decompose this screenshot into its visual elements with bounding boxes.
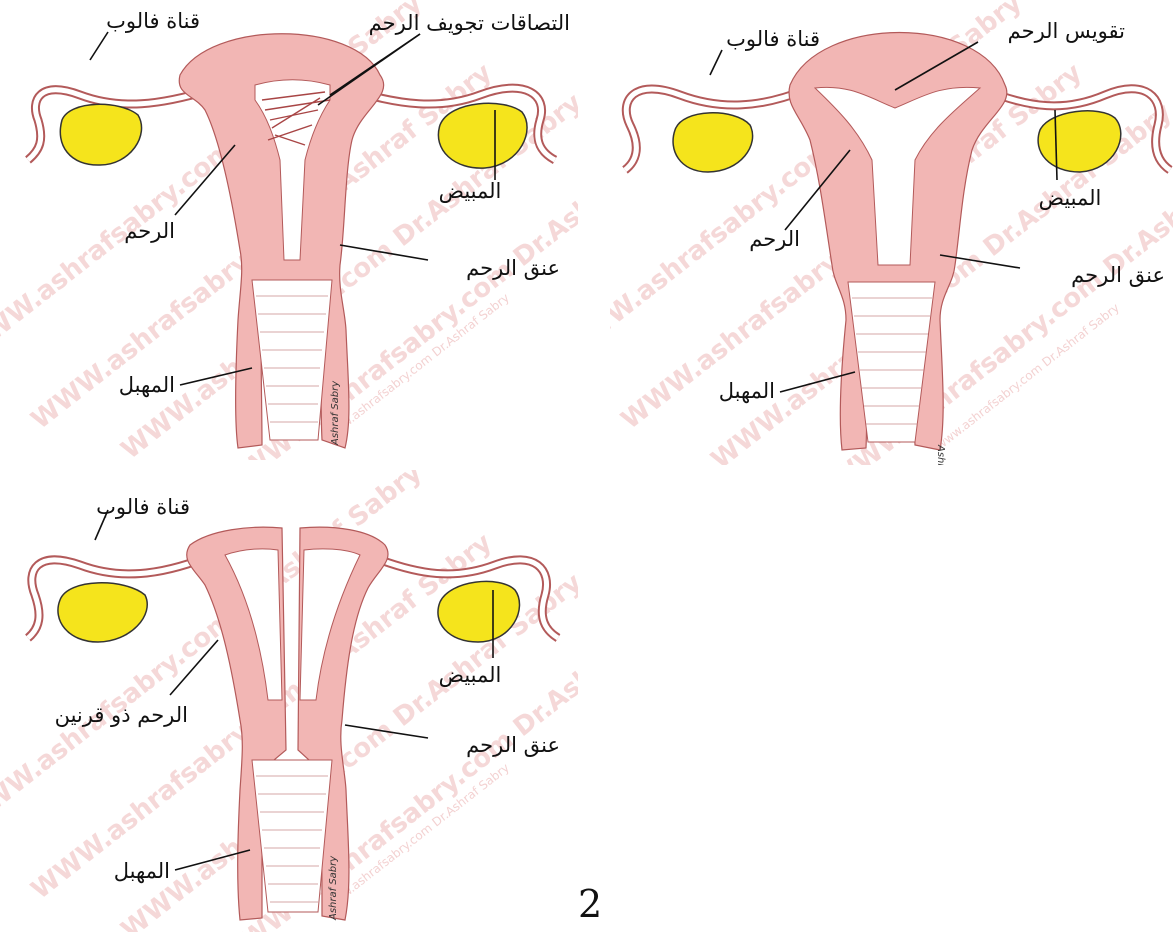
label-cervix: عنق الرحم bbox=[466, 733, 560, 758]
label-cervix: عنق الرحم bbox=[466, 256, 560, 281]
ovary-left bbox=[673, 113, 753, 172]
label-vagina: المهبل bbox=[119, 373, 175, 397]
label-ovary: المبيض bbox=[439, 663, 502, 687]
label-uterus: الرحم bbox=[749, 227, 800, 252]
watermark-text: www.ashrafsabry.com Dr.Ashraf Sabry bbox=[323, 761, 512, 913]
signature: Ashraf Sabry bbox=[330, 380, 341, 446]
vagina bbox=[252, 760, 332, 912]
label-adhesions: التصاقات تجويف الرحم bbox=[369, 11, 570, 36]
label-ovary: المبيض bbox=[439, 179, 502, 203]
signature: Ashraf Sabry bbox=[935, 444, 946, 465]
diagram-arcuate: WWW.ashrafsabry.com Dr.Ashraf Sabry WWW.… bbox=[610, 0, 1173, 465]
label-fallopian-tube: قناة فالوب bbox=[96, 495, 190, 519]
signature: Ashraf Sabry bbox=[328, 855, 339, 921]
label-bicornuate-uterus: الرحم ذو قرنين bbox=[55, 703, 188, 728]
label-vagina: المهبل bbox=[719, 379, 775, 403]
label-uterus: الرحم bbox=[124, 219, 175, 244]
diagram-bicornuate: WWW.ashrafsabry.com Dr.Ashraf Sabry WWW.… bbox=[0, 470, 578, 932]
label-fallopian-tube: قناة فالوب bbox=[726, 27, 820, 51]
watermark-text: www.ashrafsabry.com Dr.Ashraf Sabry bbox=[323, 291, 512, 443]
ovary-left bbox=[60, 104, 141, 165]
diagram-adhesions: WWW.ashrafsabry.com Dr.Ashraf Sabry WWW.… bbox=[0, 0, 578, 460]
label-fallopian-tube: قناة فالوب bbox=[106, 9, 200, 33]
vagina bbox=[252, 280, 332, 440]
label-arcuate-uterus: تقويس الرحم bbox=[1008, 19, 1126, 44]
ovary-left bbox=[58, 583, 147, 642]
label-vagina: المهبل bbox=[114, 859, 170, 883]
label-ovary: المبيض bbox=[1039, 186, 1102, 210]
page-number: 2 bbox=[578, 885, 602, 923]
label-cervix: عنق الرحم bbox=[1071, 263, 1165, 288]
